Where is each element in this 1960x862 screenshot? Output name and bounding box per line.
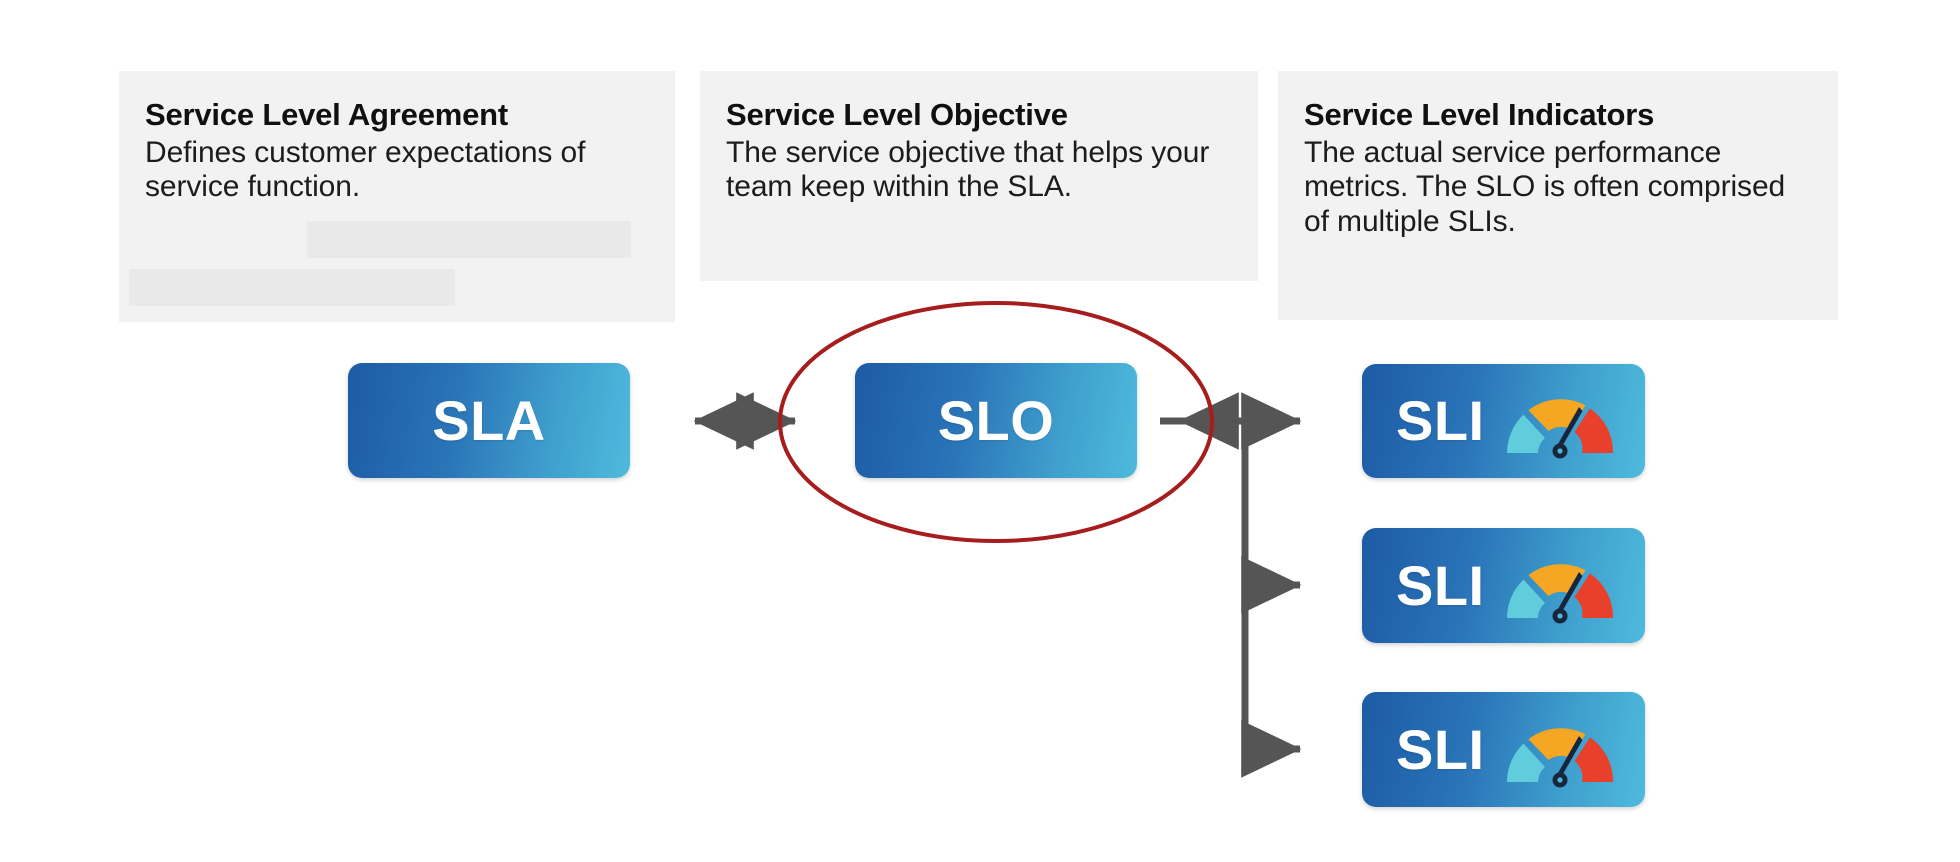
connector-slo-sli [1160, 392, 1302, 778]
card-sla-body: Defines customer expectations of service… [145, 135, 586, 204]
card-sla-title: Service Level Agreement [145, 97, 508, 132]
card-sli-body: The actual service performance metrics. … [1304, 135, 1786, 239]
node-sli-1-label: SLI [1396, 389, 1485, 452]
node-sli-2-label: SLI [1396, 553, 1485, 617]
node-sli-2[interactable]: SLI [1362, 528, 1645, 643]
placeholder-bar-2 [129, 269, 455, 306]
node-sli-1[interactable]: SLI [1362, 364, 1645, 478]
node-sli-3-label: SLI [1396, 717, 1485, 781]
node-sla-label: SLA [432, 388, 546, 452]
gauge-icon [1497, 381, 1623, 461]
card-sli: Service Level Indicators The actual serv… [1278, 71, 1838, 320]
card-sli-title: Service Level Indicators [1304, 97, 1655, 132]
node-sla[interactable]: SLA [348, 363, 630, 478]
node-slo[interactable]: SLO [855, 363, 1137, 478]
placeholder-bar-1 [307, 221, 631, 258]
card-slo-title: Service Level Objective [726, 97, 1068, 132]
card-slo-body: The service objective that helps your te… [726, 135, 1210, 204]
node-slo-label: SLO [937, 388, 1055, 452]
gauge-icon [1497, 546, 1623, 626]
node-sli-3[interactable]: SLI [1362, 692, 1645, 807]
gauge-icon [1497, 710, 1623, 790]
card-slo: Service Level Objective The service obje… [700, 71, 1258, 281]
card-sla: Service Level Agreement Defines customer… [119, 71, 675, 322]
